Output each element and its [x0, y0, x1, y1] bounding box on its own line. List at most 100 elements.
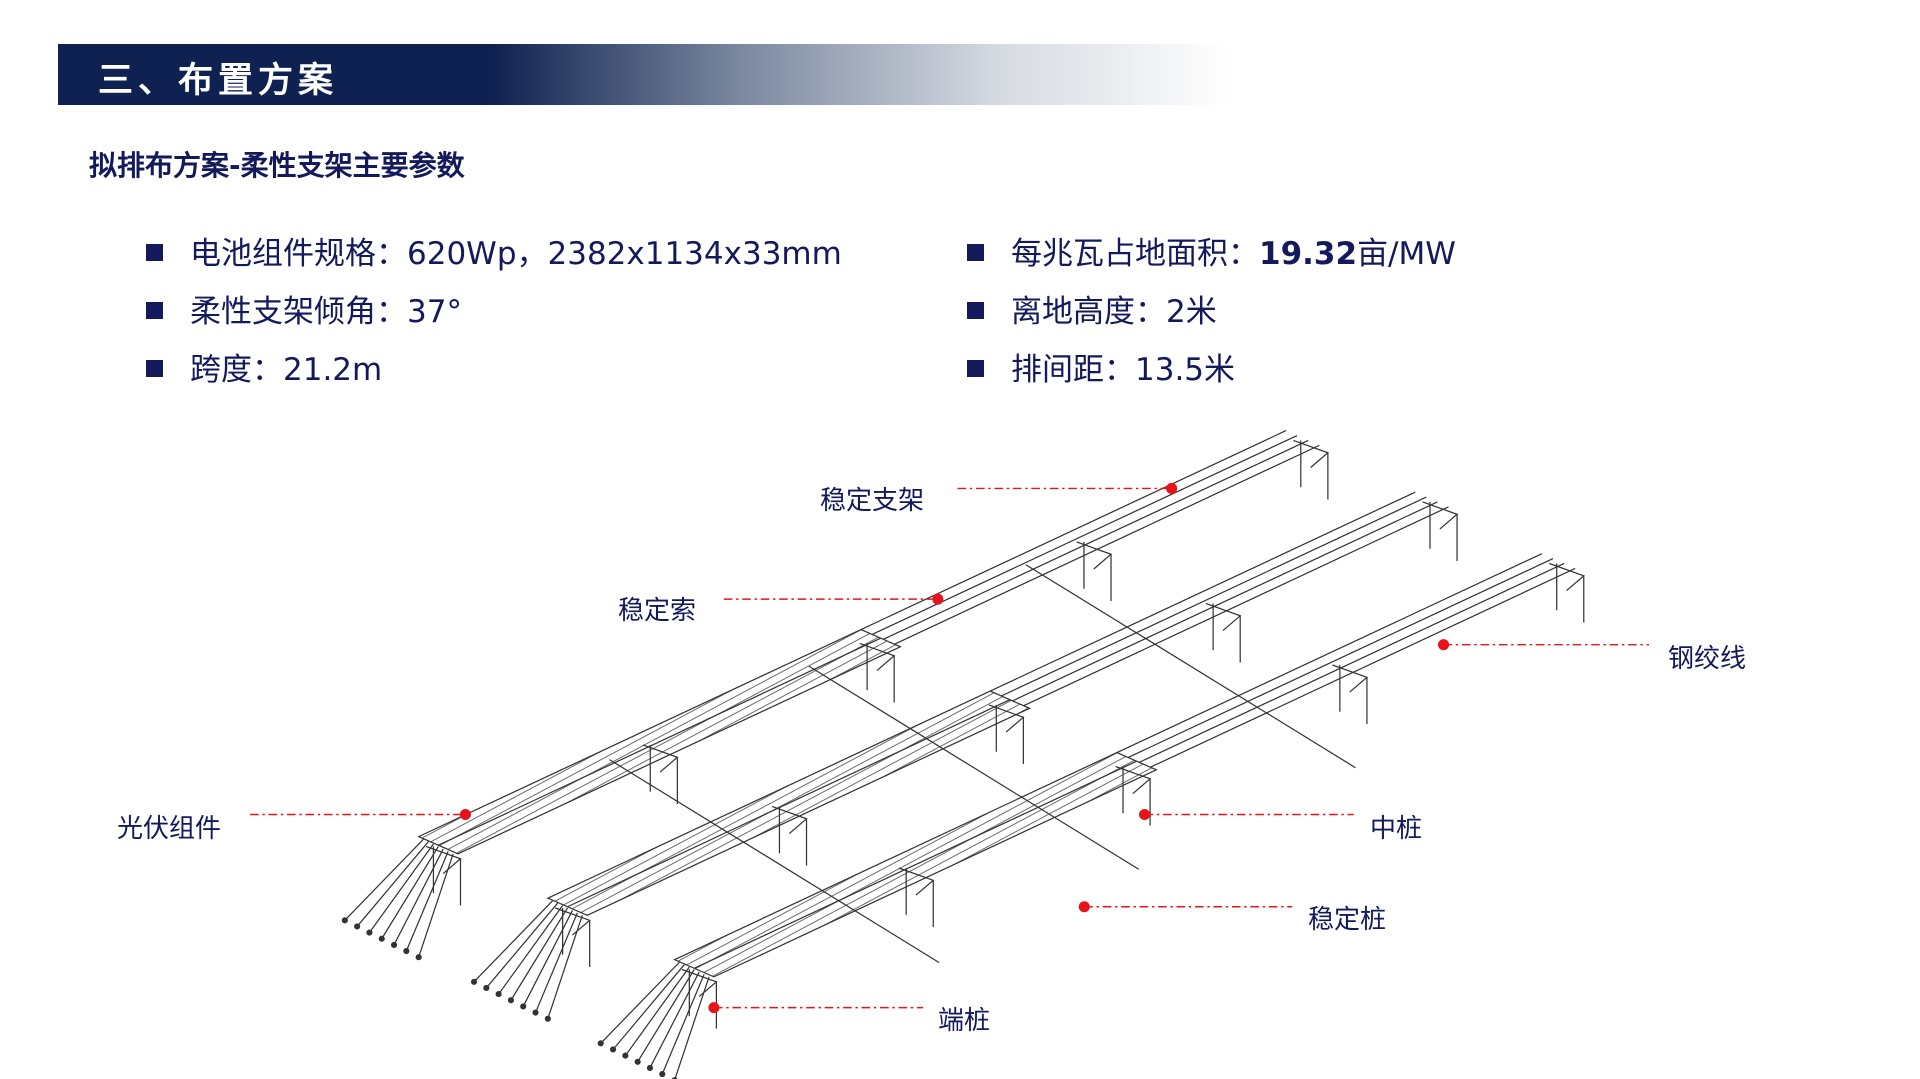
bracket-frame: [1293, 439, 1330, 468]
marker-middle-pile: [1139, 808, 1151, 821]
anchor-point: [507, 997, 515, 1004]
anchor-point: [366, 929, 373, 936]
param-label: 跨度：: [190, 352, 283, 388]
bracket-frame: [1115, 765, 1152, 795]
stable-cable: [808, 665, 1140, 870]
param-value: 620Wp，2382x1134x33mm: [407, 236, 842, 272]
param-module-spec: 电池组件规格：620Wp，2382x1134x33mm: [146, 228, 842, 273]
param-land-area: 每兆瓦占地面积：19.32亩/MW: [967, 228, 1456, 273]
bullet-square-icon: [146, 244, 163, 261]
anchor-cable: [522, 910, 573, 1007]
panel-divider: [567, 699, 1011, 908]
param-row-spacing: 排间距：13.5米: [967, 344, 1235, 389]
param-label: 离地高度：: [1011, 294, 1166, 330]
subtitle: 拟排布方案-柔性支架主要参数: [89, 149, 465, 182]
marker-stable-bracket: [1166, 482, 1178, 494]
label-stable-bracket: 稳定支架: [820, 486, 925, 516]
anchor-cable: [473, 900, 554, 983]
label-pv-module: 光伏组件: [117, 814, 222, 844]
label-stable-pile: 稳定桩: [1308, 905, 1387, 935]
anchor-cable: [637, 969, 695, 1063]
bracket-frame: [425, 845, 462, 875]
anchor-cable: [393, 848, 444, 946]
marker-steel-strand: [1437, 639, 1450, 651]
anchor-point: [415, 954, 422, 961]
param-label: 排间距：: [1011, 352, 1135, 388]
anchor-cable: [344, 838, 425, 921]
anchor-cable: [534, 912, 578, 1013]
anchor-cable: [510, 907, 569, 1001]
anchor-point: [483, 984, 490, 992]
bullet-square-icon: [967, 360, 984, 377]
anchor-cable: [485, 902, 559, 989]
anchor-point: [354, 923, 361, 930]
anchor-point: [622, 1052, 629, 1059]
stable-cable: [609, 759, 940, 964]
marker-stable-cable: [932, 593, 944, 605]
anchor-point: [341, 917, 348, 924]
param-height: 离地高度：2米: [967, 286, 1217, 331]
steel-strand-cable: [1012, 501, 1438, 702]
steel-strand-cable: [1149, 567, 1576, 768]
marker-pv-module: [459, 808, 471, 821]
steel-strand-cable: [1001, 496, 1427, 697]
param-value: 37°: [407, 294, 462, 330]
anchor-point: [378, 935, 385, 942]
anchor-cable: [356, 841, 429, 927]
anchor-cable: [649, 971, 700, 1069]
label-steel-strand: 钢绞线: [1668, 644, 1747, 674]
marker-stable-pile: [1078, 901, 1090, 913]
stable-cable: [1025, 564, 1356, 769]
label-end-pile: 端桩: [938, 1006, 991, 1036]
param-label: 电池组件规格：: [190, 236, 407, 272]
anchor-point: [659, 1071, 666, 1078]
anchor-point: [609, 1046, 617, 1053]
bracket-frame: [681, 968, 718, 998]
anchor-point: [532, 1009, 539, 1016]
bracket-frame: [988, 704, 1025, 733]
steel-strand-cable: [1116, 553, 1543, 754]
anchor-cable: [418, 853, 454, 958]
anchor-cable: [381, 846, 439, 940]
bracket-frame: [555, 907, 591, 936]
param-value-bold: 19.32: [1259, 236, 1358, 272]
section-header-bar: 三、布置方案: [58, 44, 1230, 105]
param-value: 2米: [1166, 294, 1217, 330]
anchor-point: [544, 1015, 551, 1022]
steel-strand-cable: [1138, 562, 1565, 763]
section-title: 三、布置方案: [98, 61, 339, 101]
anchor-cable: [405, 851, 449, 952]
steel-strand-cable: [871, 434, 1298, 636]
bullet-square-icon: [146, 302, 163, 319]
param-tilt: 柔性支架倾角：37°: [146, 286, 462, 331]
bracket-frame: [642, 744, 679, 773]
bullet-square-icon: [967, 302, 984, 319]
anchor-cable: [612, 964, 685, 1050]
param-value: 13.5米: [1135, 352, 1236, 388]
marker-end-pile: [708, 1002, 720, 1014]
bracket-frame: [1332, 664, 1369, 693]
param-unit: 亩/MW: [1357, 236, 1456, 272]
anchor-point: [597, 1040, 604, 1047]
anchor-cable: [368, 843, 434, 933]
bracket-frame: [898, 867, 935, 896]
anchor-point: [403, 947, 410, 955]
anchor-cable: [661, 974, 705, 1075]
param-value: 21.2m: [283, 352, 383, 388]
bracket-frame: [859, 642, 896, 671]
panel-divider: [438, 637, 881, 846]
steel-strand-cable: [989, 491, 1416, 692]
label-stable-cable: 稳定索: [618, 596, 697, 626]
anchor-point: [634, 1058, 641, 1065]
steel-strand-cable: [1023, 506, 1449, 707]
anchor-cable: [674, 976, 710, 1079]
anchor-cable: [600, 961, 680, 1044]
steel-strand-cable: [882, 439, 1309, 640]
anchor-point: [470, 978, 478, 985]
param-label: 每兆瓦占地面积：: [1011, 236, 1259, 272]
anchor-point: [646, 1064, 654, 1072]
bracket-frame: [1549, 562, 1585, 592]
param-label: 柔性支架倾角：: [190, 294, 407, 330]
steel-strand-cable: [860, 430, 1287, 631]
